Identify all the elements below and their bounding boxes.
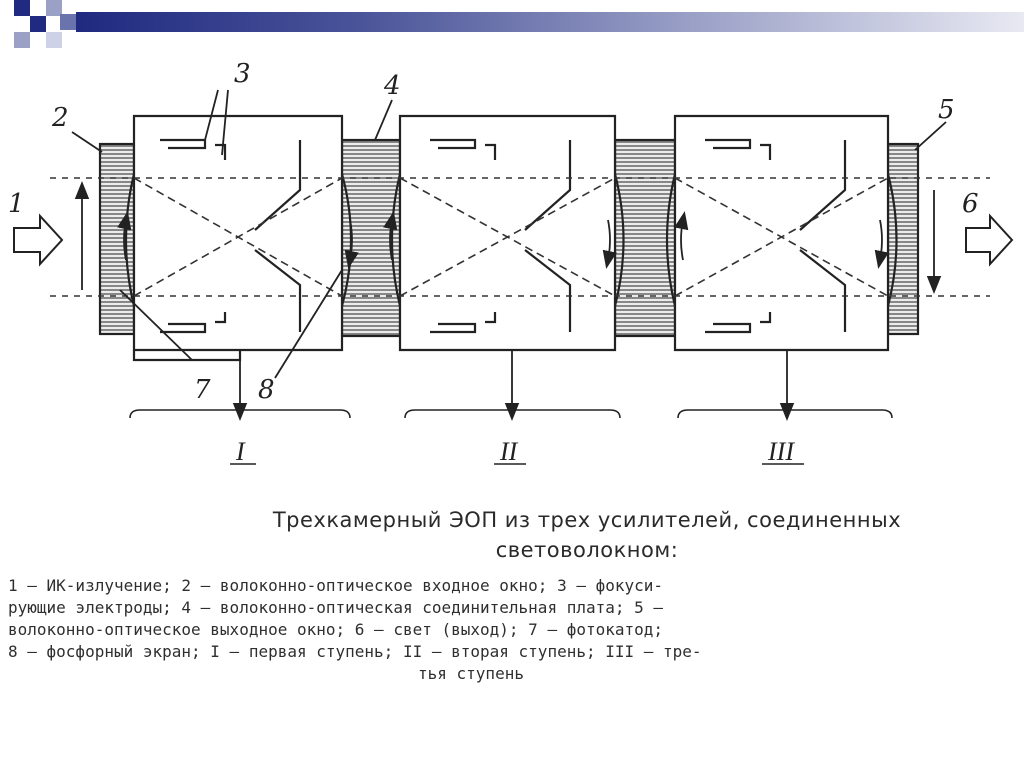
stage-3-bracket	[677, 409, 893, 419]
label-7: 7	[194, 375, 211, 405]
slide-corner-decoration	[14, 0, 76, 48]
output-light-arrow	[965, 213, 1014, 267]
caption-legend: 1 — ИК-излучение; 2 — волоконно-оптическ…	[8, 575, 1014, 685]
caption-line: 8 — фосфорный экран; I — первая ступень;…	[8, 642, 702, 661]
label-8: 8	[258, 375, 275, 405]
caption-title: Трехкамерный ЭОП из трех усилителей, сое…	[272, 508, 902, 562]
image-arrow	[344, 219, 359, 269]
chamber-1	[124, 114, 353, 362]
image-arrow	[674, 211, 689, 261]
output-fiber-window	[886, 142, 920, 336]
label-1: 1	[8, 189, 25, 219]
caption-line: тья ступень	[418, 664, 524, 683]
stage-2-label: II	[499, 437, 519, 466]
input-ir-arrow	[13, 213, 64, 267]
input-fiber-window	[98, 142, 136, 336]
image-arrow	[874, 219, 889, 269]
stage-3-label: III	[767, 437, 795, 466]
image-intensifier-diagram: 1 2 3 4 5 6 7 8 I II III	[8, 60, 1014, 466]
image-arrow	[602, 219, 617, 269]
label-3: 3	[234, 60, 251, 89]
stage-1-bracket	[129, 409, 351, 419]
chamber-2	[390, 114, 625, 352]
caption-line: 1 — ИК-излучение; 2 — волоконно-оптическ…	[8, 576, 664, 595]
label-2: 2	[51, 103, 69, 133]
label-4: 4	[383, 71, 401, 101]
caption-line: волоконно-оптическое выходное окно; 6 — …	[8, 620, 664, 639]
chamber-3	[665, 114, 898, 352]
label-5: 5	[938, 95, 955, 125]
stage-1-label: I	[235, 437, 246, 466]
image-arrow	[383, 211, 398, 261]
coupling-fiber-plate-2	[613, 138, 677, 338]
figure-caption: Трехкамерный ЭОП из трех усилителей, сое…	[0, 505, 1024, 685]
caption-line: рующие электроды; 4 — волоконно-оптическ…	[8, 598, 664, 617]
stage-2-bracket	[404, 409, 621, 419]
image-arrow	[117, 211, 132, 261]
ray-paths	[50, 177, 990, 297]
label-6: 6	[962, 189, 979, 219]
slide-header-bar	[76, 12, 1024, 32]
